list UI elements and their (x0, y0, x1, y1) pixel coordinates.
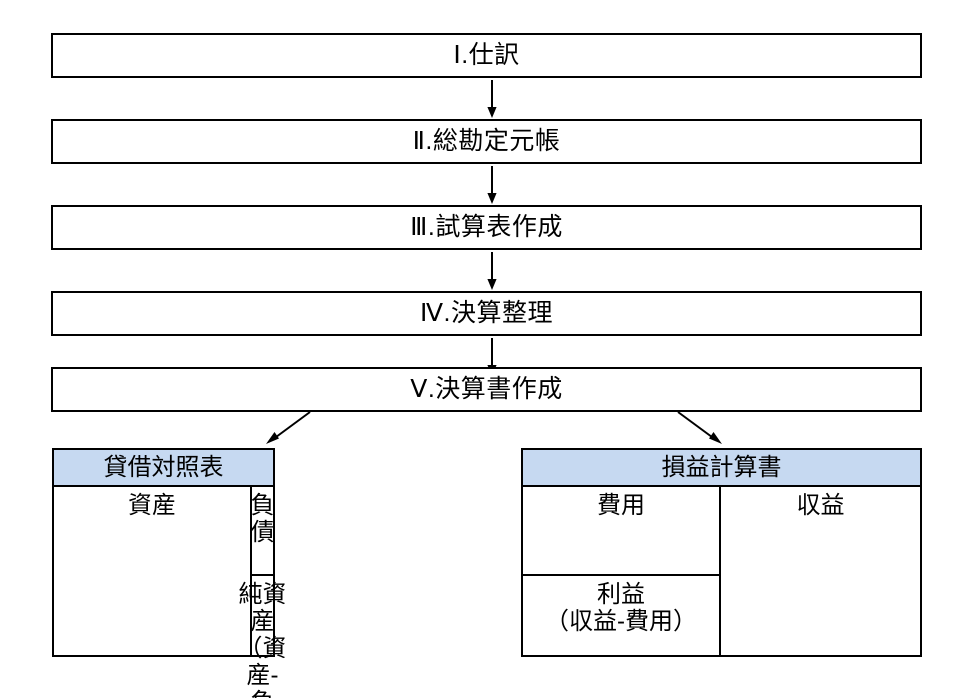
balance-sheet-table: 貸借対照表 資産 負債 純資産 （資産-負債） (52, 448, 287, 698)
process-box-2-label: Ⅱ.総勘定元帳 (412, 127, 561, 155)
down-right-arrow (666, 410, 736, 450)
income-statement-title: 損益計算書 (661, 453, 782, 481)
income-statement-profit-cell: 利益 （収益-費用） (523, 576, 719, 655)
balance-sheet-assets-spacer (54, 576, 250, 655)
income-statement-header: 損益計算書 (523, 450, 920, 487)
process-box-2: Ⅱ.総勘定元帳 (51, 119, 922, 164)
process-box-5: Ⅴ.決算書作成 (51, 367, 922, 412)
down-arrow-3 (484, 252, 500, 292)
income-statement-revenue-column: 収益 (721, 487, 920, 655)
balance-sheet-net-assets-label: 純資産 （資産-負債） (238, 581, 287, 698)
down-left-arrow (252, 410, 322, 450)
balance-sheet-liabilities-label: 負債 (250, 492, 275, 546)
income-statement-revenue-label: 収益 (796, 492, 845, 519)
down-arrow-1 (484, 80, 500, 120)
income-statement-table: 損益計算書 費用 利益 （収益-費用） 収益 (521, 448, 922, 657)
process-box-3: Ⅲ.試算表作成 (51, 205, 922, 250)
income-statement-revenue-cell: 収益 (721, 487, 920, 576)
process-box-5-label: Ⅴ.決算書作成 (410, 375, 563, 403)
process-box-4: Ⅳ.決算整理 (51, 291, 922, 336)
balance-sheet-assets-label: 資産 (128, 492, 176, 519)
balance-sheet-net-assets-cell: 純資産 （資産-負債） (239, 576, 287, 698)
process-box-4-label: Ⅳ.決算整理 (419, 299, 554, 327)
down-arrow-2 (484, 166, 500, 206)
balance-sheet-assets-cell: 資産 (54, 487, 250, 576)
income-statement-revenue-spacer (721, 576, 920, 655)
balance-sheet-header: 貸借対照表 (54, 450, 273, 487)
balance-sheet-liabilities-cell: 負債 (250, 487, 275, 576)
income-statement-expenses-cell: 費用 (523, 487, 719, 576)
balance-sheet-assets-column: 資産 (54, 487, 252, 655)
balance-sheet-liabilities-column: 負債 純資産 （資産-負債） (239, 487, 287, 698)
balance-sheet-body: 資産 負債 純資産 （資産-負債） (54, 487, 287, 698)
process-box-1: Ⅰ.仕訳 (51, 33, 922, 78)
process-box-1-label: Ⅰ.仕訳 (453, 41, 520, 69)
balance-sheet-title: 貸借対照表 (103, 453, 224, 481)
income-statement-expenses-label: 費用 (597, 492, 645, 519)
process-box-3-label: Ⅲ.試算表作成 (410, 213, 563, 241)
income-statement-expenses-column: 費用 利益 （収益-費用） (523, 487, 721, 655)
income-statement-body: 費用 利益 （収益-費用） 収益 (523, 487, 920, 655)
income-statement-profit-label: 利益 （収益-費用） (545, 581, 697, 635)
